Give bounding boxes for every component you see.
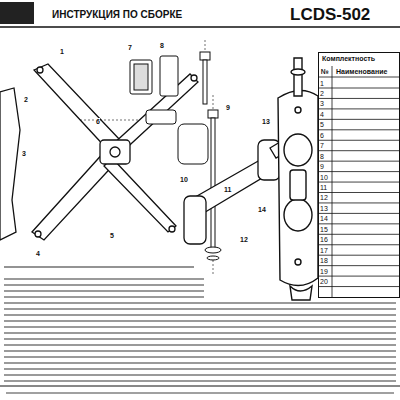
callout-number: 10 <box>180 176 188 183</box>
side-plate <box>0 88 20 240</box>
row-number: 20 <box>320 278 328 285</box>
footer-rule <box>0 386 400 387</box>
hardware-parts <box>130 52 221 260</box>
callout-number: 4 <box>36 250 40 257</box>
table-heading: Комплектность <box>319 53 399 64</box>
callout-number: 6 <box>96 118 100 125</box>
footer-print <box>6 389 394 395</box>
callout-number: 8 <box>160 42 164 49</box>
row-number: 4 <box>320 111 324 118</box>
callout-number: 13 <box>262 118 270 125</box>
callout-number: 14 <box>258 206 266 213</box>
row-number: 17 <box>320 247 328 254</box>
callout-number: 7 <box>128 44 132 51</box>
row-number: 9 <box>320 163 324 170</box>
fine-print <box>4 278 204 382</box>
model-number: LCDS-502 <box>290 6 370 23</box>
callout-number: 1 <box>60 48 64 55</box>
row-number: 13 <box>320 205 328 212</box>
row-number: 16 <box>320 236 328 243</box>
row-number: 12 <box>320 194 328 201</box>
row-number: 8 <box>320 153 324 160</box>
parts-table: Комплектность <box>318 52 400 298</box>
row-number: 2 <box>320 90 324 97</box>
callout-number: 9 <box>226 104 230 111</box>
wall-plate <box>278 58 318 300</box>
column-header: Наименование <box>336 68 387 75</box>
callout-number: 3 <box>22 150 26 157</box>
callout-number: 12 <box>240 236 248 243</box>
row-number: 3 <box>320 100 324 107</box>
fine-print <box>204 302 396 382</box>
column-header: № <box>321 68 329 75</box>
row-number: 6 <box>320 132 324 139</box>
header-rule <box>0 26 400 28</box>
row-number: 7 <box>320 142 324 149</box>
fine-print <box>4 262 194 270</box>
row-number: 14 <box>320 215 328 222</box>
parts-table-grid <box>318 66 400 297</box>
row-number: 18 <box>320 257 328 264</box>
callout-number: 11 <box>224 186 231 193</box>
row-number: 1 <box>320 80 324 87</box>
row-number: 5 <box>320 121 324 128</box>
logo-block <box>0 2 34 24</box>
row-number: 19 <box>320 268 328 275</box>
row-number: 10 <box>320 174 328 181</box>
sheet-title: ИНСТРУКЦИЯ ПО СБОРКЕ <box>52 10 182 20</box>
row-number: 11 <box>320 184 327 191</box>
callout-number: 2 <box>24 96 28 103</box>
callout-number: 5 <box>110 232 114 239</box>
assembly-axes <box>80 40 300 275</box>
row-number: 15 <box>320 226 328 233</box>
